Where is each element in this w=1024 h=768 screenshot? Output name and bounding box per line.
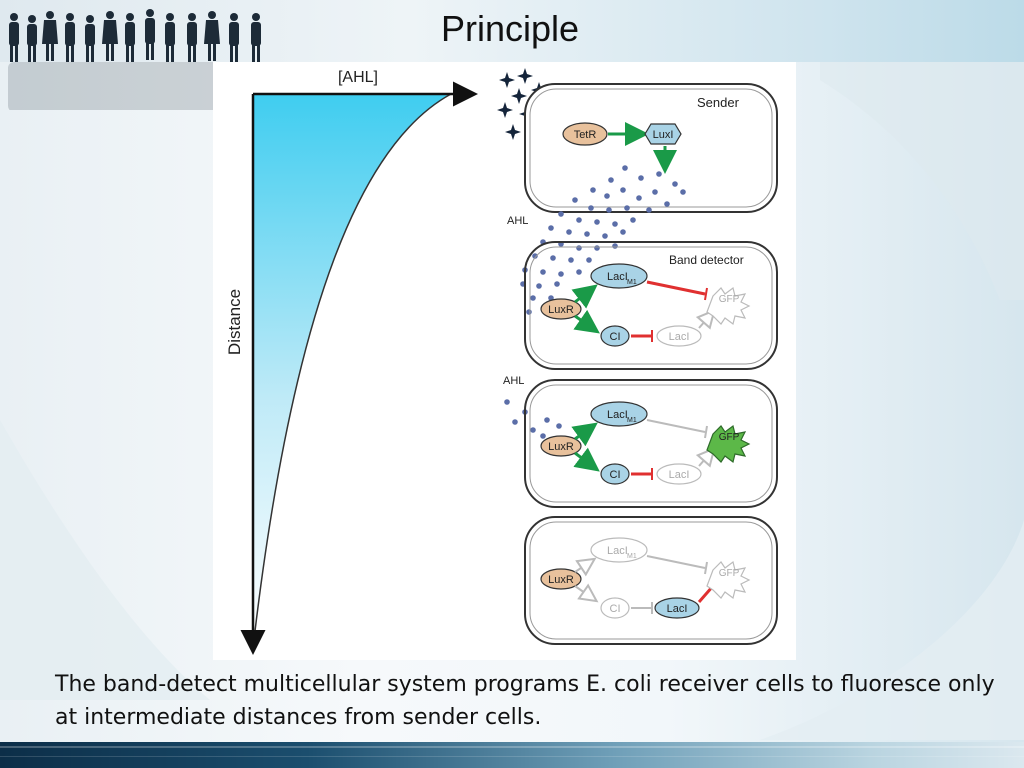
luxr-protein	[540, 298, 582, 320]
m1-subscript: M1	[627, 553, 637, 560]
people-silhouettes-graphic	[8, 9, 278, 110]
gfp-label: GFP	[719, 294, 740, 305]
lacl-m1-protein	[590, 263, 648, 289]
lacl-protein	[654, 597, 700, 619]
band-detector-cell-mid: LacI M1 LuxR CI LacI GFP	[524, 379, 778, 508]
ci-label: CI	[610, 603, 621, 615]
slide-title: Principle	[440, 8, 580, 49]
lacl-m1-label: LacI	[607, 271, 628, 283]
footer-stripes-decoration	[0, 746, 1024, 757]
x-axis-label: [AHL]	[338, 69, 378, 86]
ci-protein	[600, 325, 630, 347]
lacl-m1-protein-inactive	[590, 537, 648, 563]
m1-subscript: M1	[627, 279, 637, 286]
lacl-label: LacI	[669, 331, 690, 343]
ci-protein	[600, 463, 630, 485]
gfp-on-burst	[706, 424, 751, 464]
footer-band	[0, 742, 1024, 768]
ci-label: CI	[610, 331, 621, 343]
lacl-label: LacI	[667, 603, 688, 615]
ci-protein-inactive	[600, 597, 630, 619]
lacl-protein-inactive	[656, 325, 702, 347]
band-detector-title: Band detector	[669, 253, 744, 267]
lacl-label: LacI	[669, 469, 690, 481]
luxr-protein	[540, 568, 582, 590]
tetr-protein	[562, 122, 608, 146]
ahl-distance-graph: [AHL] Distance	[225, 69, 478, 655]
lacl-protein-inactive	[656, 463, 702, 485]
ahl-label-top: AHL	[507, 215, 528, 227]
y-axis-label: Distance	[225, 289, 244, 355]
lacl-m1-label: LacI	[607, 409, 628, 421]
luxr-label: LuxR	[548, 574, 574, 586]
ahl-label-mid: AHL	[503, 375, 524, 387]
gfp-off-burst	[706, 560, 751, 600]
lacl-m1-label: LacI	[607, 545, 628, 557]
sender-title: Sender	[697, 95, 740, 110]
gfp-label: GFP	[719, 568, 740, 579]
ci-label: CI	[610, 469, 621, 481]
lacl-m1-protein	[590, 401, 648, 427]
band-detector-cell-far: LacI M1 LuxR CI LacI GFP	[524, 516, 778, 645]
luxr-label: LuxR	[548, 441, 574, 453]
tetr-label: TetR	[574, 129, 597, 141]
m1-subscript: M1	[627, 417, 637, 424]
sender-cell: Sender TetR LuxI	[524, 83, 778, 213]
luxi-label: LuxI	[653, 129, 674, 141]
band-detect-figure: [AHL] Distance Sender TetR LuxI	[213, 62, 796, 660]
slide-caption: The band-detect multicellular system pro…	[55, 672, 995, 730]
luxi-protein	[644, 123, 682, 145]
gfp-label: GFP	[719, 432, 740, 443]
gfp-off-burst	[706, 286, 751, 326]
luxr-label: LuxR	[548, 304, 574, 316]
band-detector-cell: Band detector LacI M1 LuxR CI LacI GFP	[524, 241, 778, 370]
